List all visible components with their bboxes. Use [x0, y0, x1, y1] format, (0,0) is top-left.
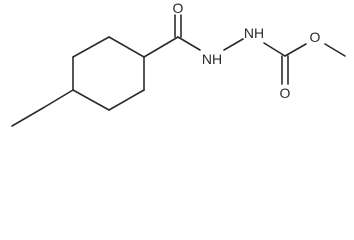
atom-nh-amide: NH — [202, 51, 222, 67]
bond-ring-to-carbonyl — [143, 36, 179, 58]
bond-ring-2 — [72, 36, 110, 58]
bond-carbonyl-to-nh — [177, 36, 201, 51]
bond-o-to-methyl — [324, 43, 346, 57]
atom-oxygen-ester: O — [310, 29, 321, 45]
bond-ethyl-ch3-ch2 — [11, 107, 44, 127]
chemical-structure: O NH NH O O — [11, 0, 346, 127]
bond-nh-to-ester-carbon — [263, 42, 286, 57]
atom-nh-carbamate: NH — [244, 25, 264, 41]
bond-ring-5 — [108, 89, 145, 111]
bond-ester-carbon-to-o — [284, 43, 307, 57]
atom-oxygen-ester-carbonyl: O — [280, 85, 291, 101]
bond-n-n — [223, 38, 244, 51]
bond-ring-3 — [108, 36, 145, 58]
atom-oxygen-amide-carbonyl: O — [173, 0, 184, 16]
bond-ring-6 — [72, 89, 110, 111]
bond-ethyl-ch2-ring — [42, 89, 74, 109]
